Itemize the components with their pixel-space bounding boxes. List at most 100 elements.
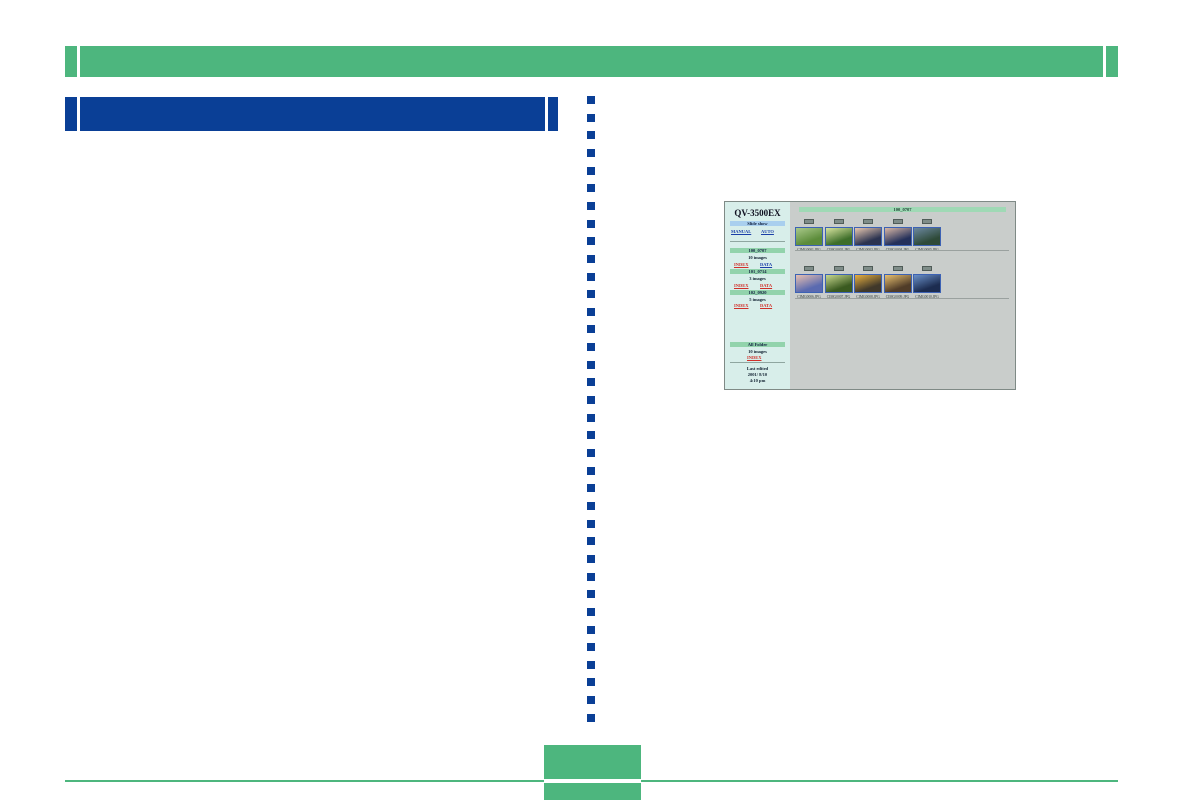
folder-count: 10 images bbox=[748, 255, 767, 260]
thumbnail-image[interactable] bbox=[883, 274, 912, 293]
last-edited-label: Last edited bbox=[746, 366, 769, 371]
divider-dot bbox=[587, 343, 595, 352]
folder-name[interactable]: 100_0707 bbox=[730, 248, 785, 253]
all-folder-index-link[interactable]: INDEX bbox=[747, 355, 762, 360]
divider-dot bbox=[587, 148, 595, 157]
divider-dot bbox=[587, 325, 595, 334]
divider-dot bbox=[587, 431, 595, 440]
portrait-icon bbox=[892, 219, 903, 224]
column-divider bbox=[587, 96, 596, 736]
divider-dot bbox=[587, 237, 595, 246]
divider-dot bbox=[587, 537, 595, 546]
divider-dot bbox=[587, 607, 595, 616]
folder-name[interactable]: 101_0714 bbox=[730, 269, 785, 274]
divider-dot bbox=[587, 519, 595, 528]
camera-icon bbox=[922, 219, 932, 224]
thumbnail-image[interactable] bbox=[824, 227, 853, 246]
night-icon bbox=[922, 266, 932, 271]
section-bar-right-cap bbox=[545, 97, 548, 131]
row-separator bbox=[795, 298, 1009, 299]
divider-dot bbox=[587, 678, 595, 687]
camera-model-title: QV-3500EX bbox=[734, 208, 781, 218]
sidebar-divider bbox=[730, 362, 785, 363]
thumbnail-filename: CIMG0009.JPG bbox=[885, 295, 910, 299]
divider-dot bbox=[587, 660, 595, 669]
footer-line-left bbox=[65, 780, 544, 782]
header-bar-right-cap bbox=[1103, 46, 1106, 77]
thumbnail-image[interactable] bbox=[795, 274, 823, 293]
folder-index-link[interactable]: INDEX bbox=[734, 303, 749, 308]
divider-dot bbox=[587, 96, 595, 104]
thumbnail-filename: CIMG0007.JPG bbox=[826, 295, 851, 299]
divider-dot bbox=[587, 466, 595, 475]
divider-dot bbox=[587, 696, 595, 705]
sidebar-divider bbox=[730, 241, 785, 242]
divider-dot bbox=[587, 484, 595, 493]
thumbnail-image[interactable] bbox=[795, 227, 823, 246]
divider-dot bbox=[587, 290, 595, 299]
thumbnail-image[interactable] bbox=[854, 274, 882, 293]
camera-icon bbox=[833, 219, 844, 224]
thumbnail-image[interactable] bbox=[913, 274, 941, 293]
last-edited-time: 4:10 pm bbox=[749, 378, 766, 383]
all-folder-count: 10 images bbox=[748, 349, 767, 354]
auto-link[interactable]: AUTO bbox=[761, 229, 774, 234]
page-box-gap bbox=[544, 779, 641, 783]
divider-dot bbox=[587, 378, 595, 387]
portrait-icon bbox=[863, 219, 873, 224]
manual-link[interactable]: MANUAL bbox=[731, 229, 752, 234]
divider-dot bbox=[587, 360, 595, 369]
top-header-bar bbox=[65, 46, 1118, 77]
divider-dot bbox=[587, 254, 595, 263]
thumbnail-image[interactable] bbox=[824, 274, 853, 293]
divider-dot bbox=[587, 272, 595, 281]
camera-icon bbox=[804, 266, 814, 271]
page-number-box bbox=[544, 745, 641, 800]
divider-dot bbox=[587, 449, 595, 457]
last-edited-date: 2001/ 8/10 bbox=[747, 372, 768, 377]
folder-data-link[interactable]: DATA bbox=[760, 262, 773, 267]
camera-html-screenshot: QV-3500EX Slide show MANUAL AUTO 100_070… bbox=[724, 201, 1016, 390]
folder-count: 5 images bbox=[749, 297, 766, 302]
divider-dot bbox=[587, 307, 595, 316]
slideshow-label: Slide show bbox=[730, 221, 785, 226]
folder-index-link[interactable]: INDEX bbox=[734, 262, 749, 267]
folder-title-bar: 100_0707 bbox=[799, 207, 1006, 212]
divider-dot bbox=[587, 625, 595, 634]
divider-dot bbox=[587, 413, 595, 422]
row-separator bbox=[795, 250, 1009, 251]
thumbnail-filename: CIMG0008.JPG bbox=[856, 295, 880, 299]
divider-dot bbox=[587, 713, 595, 722]
camera-icon bbox=[833, 266, 844, 271]
divider-dot bbox=[587, 554, 595, 563]
divider-dot bbox=[587, 219, 595, 228]
landscape-icon bbox=[863, 266, 873, 271]
camera-icon bbox=[804, 219, 814, 224]
all-folder-label[interactable]: All Folder bbox=[730, 342, 785, 347]
divider-dot bbox=[587, 184, 595, 193]
viewer-sidebar: QV-3500EX Slide show MANUAL AUTO 100_070… bbox=[725, 202, 790, 389]
divider-dot bbox=[587, 643, 595, 652]
footer-line-right bbox=[641, 780, 1118, 782]
camera-icon bbox=[892, 266, 903, 271]
thumbnail-filename: CIMG0006.JPG bbox=[797, 295, 821, 299]
divider-dot bbox=[587, 131, 595, 140]
thumbnail-filename: CIMG0010.JPG bbox=[915, 295, 939, 299]
divider-dot bbox=[587, 166, 595, 175]
section-heading-bar bbox=[65, 97, 558, 131]
folder-data-link[interactable]: DATA bbox=[760, 283, 773, 288]
divider-dot bbox=[587, 501, 595, 510]
folder-index-link[interactable]: INDEX bbox=[734, 283, 749, 288]
thumbnail-image[interactable] bbox=[913, 227, 941, 246]
thumbnail-image[interactable] bbox=[883, 227, 912, 246]
thumbnail-image[interactable] bbox=[854, 227, 882, 246]
divider-dot bbox=[587, 572, 595, 581]
divider-dot bbox=[587, 396, 595, 405]
divider-dot bbox=[587, 201, 595, 210]
section-bar-left-cap bbox=[77, 97, 80, 131]
divider-dot bbox=[587, 113, 595, 122]
divider-dot bbox=[587, 590, 595, 599]
header-bar-left-cap bbox=[77, 46, 80, 77]
folder-name[interactable]: 102_0920 bbox=[730, 290, 785, 295]
folder-data-link[interactable]: DATA bbox=[760, 303, 773, 308]
